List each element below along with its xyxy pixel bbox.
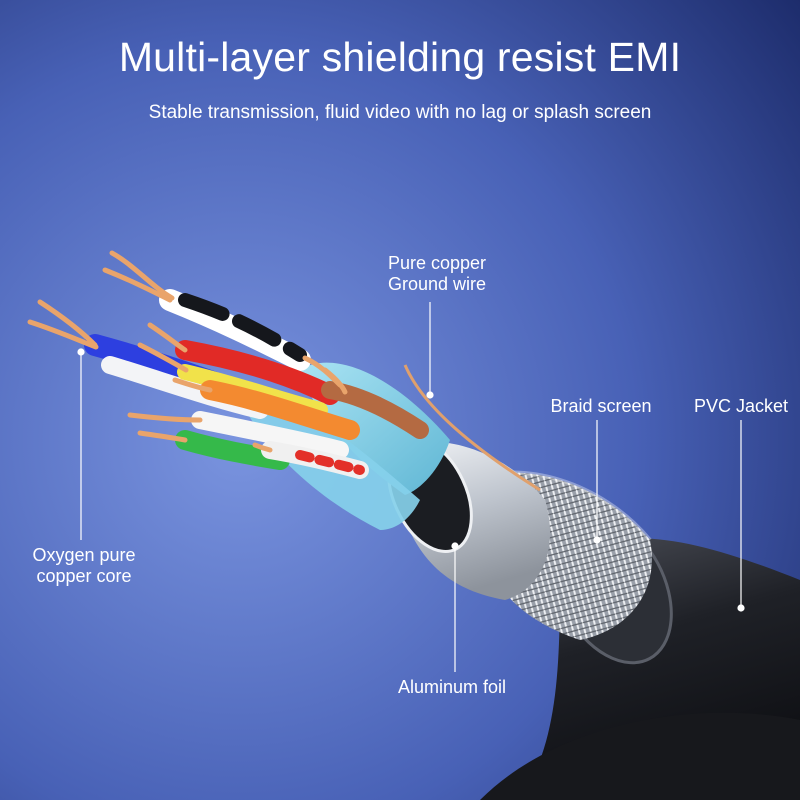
leader-lines [77, 302, 745, 672]
label-pvc-jacket: PVC Jacket [693, 396, 789, 416]
leader-dot [737, 604, 745, 612]
copper-strands [27, 250, 348, 453]
label-ground-wire-line1: Pure copper [387, 253, 487, 273]
label-copper-core-line2: copper core [36, 566, 132, 586]
label-copper-core: Oxygen pure copper core [14, 545, 154, 587]
leader-dot [451, 542, 459, 550]
label-ground-wire: Pure copper Ground wire [372, 253, 502, 295]
page-title: Multi-layer shielding resist EMI [118, 34, 682, 80]
label-aluminum-foil: Aluminum foil [397, 677, 507, 697]
label-ground-wire-line2: Ground wire [387, 274, 487, 294]
pvc-jacket-loop [480, 712, 800, 800]
leader-dot [426, 391, 434, 399]
label-copper-core-line1: Oxygen pure [32, 545, 136, 565]
leader-dot [77, 348, 85, 356]
page-subtitle: Stable transmission, fluid video with no… [148, 102, 652, 123]
ground-wire [403, 364, 541, 492]
conductors [84, 289, 429, 479]
leader-dot [593, 536, 601, 544]
label-braid-screen: Braid screen [550, 396, 652, 416]
